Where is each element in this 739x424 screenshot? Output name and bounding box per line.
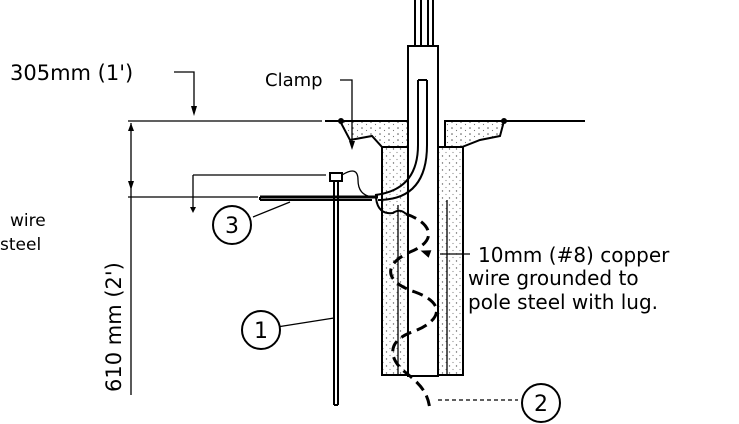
callout-1: 1	[241, 310, 281, 350]
callout-3: 3	[212, 205, 252, 245]
wire-left-label-1: wire	[10, 211, 46, 231]
copper-label-3: pole steel with lug.	[468, 290, 658, 314]
callout-3-leader	[252, 201, 291, 218]
svg-text:1: 1	[254, 319, 268, 344]
clamp-wire	[341, 170, 373, 198]
copper-bond-wire	[375, 197, 407, 215]
copper-leader	[420, 250, 470, 258]
ground-conduit	[374, 79, 428, 201]
svg-text:2: 2	[534, 392, 548, 417]
top-dimension-label: 305mm (1')	[10, 61, 133, 85]
clamp-leader	[340, 79, 355, 150]
wire-left-label-2: steel	[0, 235, 41, 255]
copper-label-1: 10mm (#8) copper	[478, 243, 670, 267]
svg-text:3: 3	[225, 214, 239, 239]
ground-rod-bracket	[259, 195, 378, 201]
callout-2: 2	[521, 383, 561, 423]
callout-1-leader	[276, 317, 335, 328]
dimension-lines	[128, 71, 326, 395]
copper-label-2: wire grounded to	[468, 266, 639, 290]
vertical-dimension-label: 610 mm (2')	[102, 262, 126, 392]
spiral-ground-wire	[389, 212, 438, 411]
ground-rod	[329, 172, 343, 406]
ground-surface	[325, 118, 585, 148]
concrete-slab-right	[444, 120, 506, 148]
clamp-label: Clamp	[265, 70, 323, 91]
